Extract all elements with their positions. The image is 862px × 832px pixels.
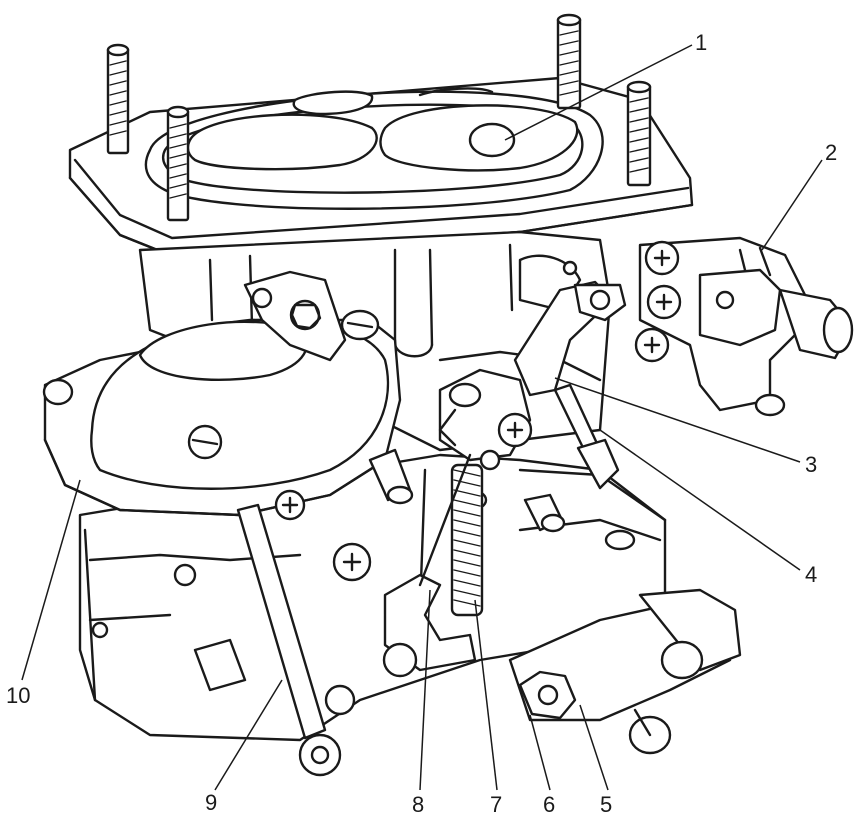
- leader-lines: [21, 44, 823, 791]
- leader-7: [474, 599, 498, 791]
- callout-6: 6: [543, 792, 555, 817]
- hex-nut: [518, 670, 577, 720]
- callout-2: 2: [825, 140, 837, 165]
- diaphragm-cover: [42, 309, 402, 517]
- callout-10: 10: [6, 683, 30, 708]
- callout-8: 8: [412, 792, 424, 817]
- secondary-lever: [382, 453, 477, 678]
- throttle-rod: [553, 383, 620, 490]
- callout-5: 5: [600, 792, 612, 817]
- stud-left-rear: [106, 43, 130, 155]
- callout-1: 1: [695, 30, 707, 55]
- leader-2: [761, 159, 823, 251]
- callout-7: 7: [490, 792, 502, 817]
- leader-6: [529, 714, 551, 791]
- diaphragm-rod: [236, 489, 356, 777]
- top-flange: [68, 76, 694, 257]
- callouts: 1 2 3 4 5 6 7 8 9 10: [6, 30, 837, 817]
- side-screws: [193, 448, 566, 692]
- stud-right-rear: [556, 13, 582, 110]
- callout-4: 4: [805, 562, 817, 587]
- leader-4: [599, 429, 801, 571]
- stud-left-front: [166, 105, 190, 222]
- throttle-lever: [513, 280, 627, 397]
- leader-5: [579, 704, 609, 791]
- mounting-bracket: [243, 270, 347, 362]
- leader-10: [21, 479, 81, 681]
- callout-3: 3: [805, 452, 817, 477]
- callout-9: 9: [205, 790, 217, 815]
- leader-8: [419, 589, 431, 791]
- solenoid-valve: [634, 236, 854, 417]
- leader-3: [554, 377, 801, 463]
- leader-9: [214, 679, 283, 791]
- leader-1: [504, 44, 693, 141]
- stud-right-front: [626, 80, 652, 187]
- throttle-sector: [438, 368, 533, 462]
